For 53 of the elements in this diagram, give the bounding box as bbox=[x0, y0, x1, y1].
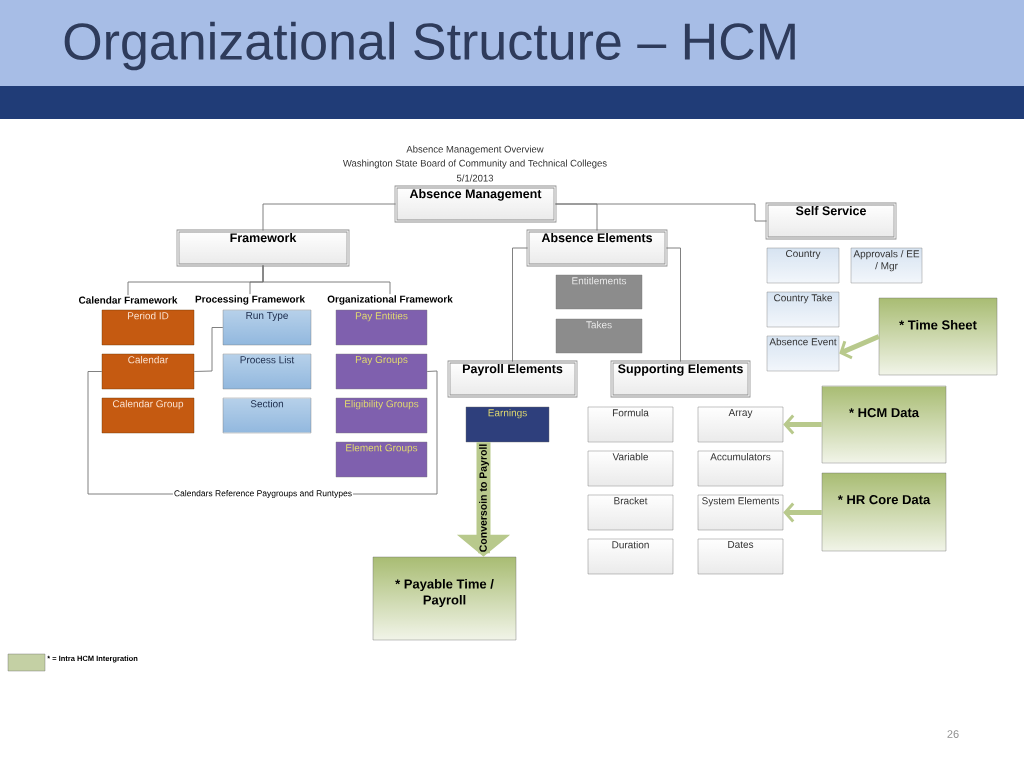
process-box: Accumulators bbox=[697, 450, 784, 487]
process-box: Dates bbox=[697, 538, 784, 575]
column-heading: Processing Framework bbox=[195, 295, 305, 305]
subtitle: Washington State Board of Community and Technical Colleges bbox=[342, 159, 607, 169]
subtitle: Absence Management Overview bbox=[406, 145, 544, 155]
process-box: Bracket bbox=[587, 494, 674, 531]
process-box: Earnings bbox=[465, 406, 550, 443]
header-box: Payroll Elements bbox=[447, 360, 578, 398]
process-box: Process List bbox=[222, 353, 312, 390]
process-box: Absence Event bbox=[766, 335, 840, 372]
process-box: System Elements bbox=[697, 494, 784, 531]
connector-line bbox=[262, 203, 397, 232]
process-box: Takes bbox=[555, 318, 643, 354]
connector-line bbox=[665, 247, 681, 363]
connector-line bbox=[554, 203, 768, 222]
process-box: Section bbox=[222, 397, 312, 434]
header-box: Supporting Elements bbox=[610, 360, 751, 398]
integration-box: * Time Sheet bbox=[878, 297, 998, 376]
header-box: Self Service bbox=[765, 202, 897, 240]
process-box: Array bbox=[697, 406, 784, 443]
process-box: Calendar Group bbox=[101, 397, 195, 434]
process-box: Country bbox=[766, 247, 840, 284]
process-box: Pay Groups bbox=[335, 353, 428, 390]
process-box: Eligibility Groups bbox=[335, 397, 428, 434]
connector-line bbox=[262, 264, 391, 295]
arrow bbox=[839, 334, 880, 360]
process-box: Calendar bbox=[101, 353, 195, 390]
process-box: Element Groups bbox=[335, 441, 428, 478]
edge-label: Conversoin to Payroll bbox=[478, 442, 490, 554]
process-box: Entitlements bbox=[555, 274, 643, 310]
integration-box: * HCM Data bbox=[821, 385, 947, 464]
arrow bbox=[783, 502, 822, 523]
process-box: Duration bbox=[587, 538, 674, 575]
arrow bbox=[783, 414, 822, 435]
connector-line bbox=[512, 247, 529, 363]
connector-line bbox=[193, 327, 224, 372]
edge-label: Calendars Reference Paygroups and Runtypes bbox=[172, 489, 354, 499]
process-box: Formula bbox=[587, 406, 674, 443]
header-box: Absence Management bbox=[394, 185, 557, 223]
integration-box: * Payable Time / Payroll bbox=[372, 556, 517, 641]
integration-box: * HR Core Data bbox=[821, 472, 947, 552]
page-number: 26 bbox=[947, 730, 959, 738]
header-box: Framework bbox=[176, 229, 350, 267]
process-box: Country Take bbox=[766, 291, 840, 328]
process-box: Period ID bbox=[101, 309, 195, 346]
process-box: Run Type bbox=[222, 309, 312, 346]
column-heading: Calendar Framework bbox=[78, 296, 178, 304]
column-heading: Organizational Framework bbox=[327, 295, 453, 305]
process-box: Pay Entities bbox=[335, 309, 428, 346]
header-box: Absence Elements bbox=[526, 229, 668, 267]
slide-title: Organizational Structure – HCM bbox=[64, 21, 795, 71]
process-box: Variable bbox=[587, 450, 674, 487]
process-box: Approvals / EE / Mgr bbox=[850, 247, 923, 284]
